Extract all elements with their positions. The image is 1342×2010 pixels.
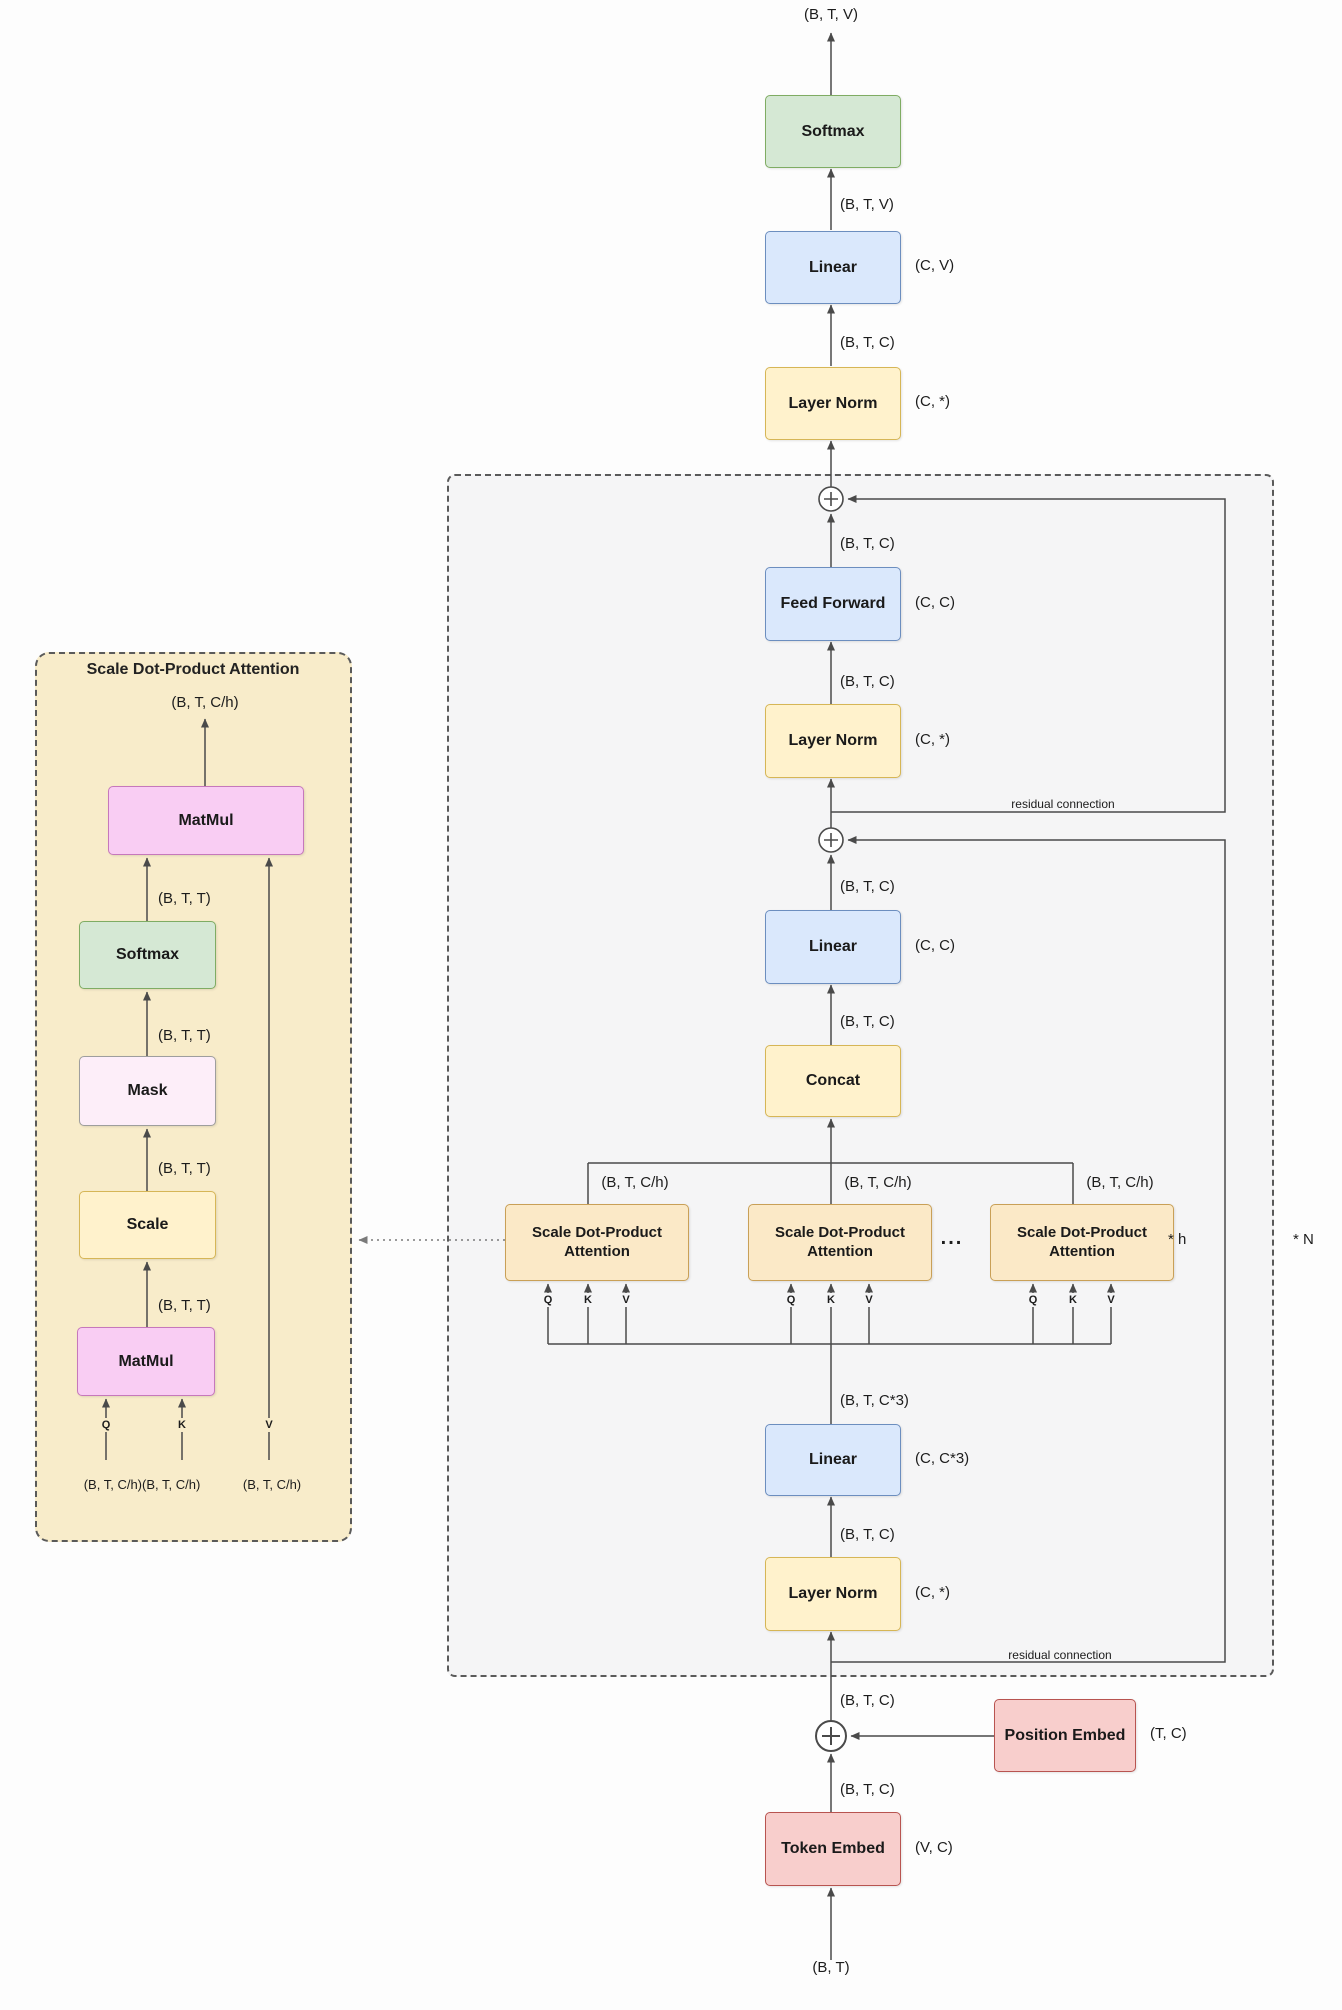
head1-q-label: Q bbox=[541, 1293, 555, 1307]
dim-btch-head2: (B, T, C/h) bbox=[844, 1174, 912, 1191]
dim-btc-attn-out: (B, T, C) bbox=[840, 878, 895, 895]
residual-label-upper: residual connection bbox=[1011, 797, 1115, 811]
input-dim-bottom: (B, T) bbox=[812, 1959, 850, 1976]
feed-forward-label: Feed Forward bbox=[780, 595, 886, 612]
attention-head-3-label: Scale Dot-Product Attention bbox=[1016, 1223, 1148, 1260]
repeat-blocks-label: * N bbox=[1293, 1231, 1314, 1248]
detail-scale-label: Scale bbox=[126, 1216, 169, 1233]
detail-scale-node: Scale bbox=[79, 1191, 216, 1259]
detail-matmul-bottom-node: MatMul bbox=[77, 1327, 215, 1396]
detail-dim-btt-4: (B, T, T) bbox=[158, 1297, 211, 1314]
output-dim-top: (B, T, V) bbox=[804, 6, 858, 23]
param-token-embed: (V, C) bbox=[915, 1839, 953, 1856]
param-layernorm-final: (C, *) bbox=[915, 393, 950, 410]
attention-head-2-label: Scale Dot-Product Attention bbox=[774, 1223, 906, 1260]
param-layernorm-attn: (C, *) bbox=[915, 1584, 950, 1601]
token-embed-label: Token Embed bbox=[781, 1840, 885, 1857]
repeat-heads-label: * h bbox=[1168, 1231, 1187, 1248]
feed-forward-node: Feed Forward bbox=[765, 567, 901, 641]
residual-connection-paths bbox=[831, 495, 1226, 1663]
dim-btc-head: (B, T, C) bbox=[840, 334, 895, 351]
param-linear-head: (C, V) bbox=[915, 257, 955, 274]
detail-softmax-node: Softmax bbox=[79, 921, 216, 989]
detail-matmul-bottom-label: MatMul bbox=[118, 1352, 174, 1370]
add-circle-attention bbox=[818, 827, 844, 853]
param-feed-forward: (C, C) bbox=[915, 594, 955, 611]
param-linear-attn-proj: (C, C) bbox=[915, 937, 955, 954]
head3-k-label: K bbox=[1067, 1293, 1079, 1307]
dim-btch-head3: (B, T, C/h) bbox=[1086, 1174, 1154, 1191]
concat-label: Concat bbox=[805, 1072, 861, 1089]
dim-btc-embed-sum: (B, T, C) bbox=[840, 1692, 895, 1709]
linear-attn-proj-node: Linear bbox=[765, 910, 901, 984]
head2-k-label: K bbox=[825, 1293, 837, 1307]
param-position-embed: (T, C) bbox=[1150, 1725, 1187, 1742]
attention-head-1-label: Scale Dot-Product Attention bbox=[531, 1223, 663, 1260]
detail-dim-qk: (B, T, C/h)(B, T, C/h) bbox=[83, 1477, 201, 1492]
layernorm-attn-node: Layer Norm bbox=[765, 1557, 901, 1631]
linear-attn-proj-label: Linear bbox=[808, 938, 857, 955]
linear-qkv-node: Linear bbox=[765, 1424, 901, 1496]
add-circle-embedding bbox=[815, 1720, 847, 1752]
detail-dim-btt-1: (B, T, T) bbox=[158, 890, 211, 907]
main-spine-arrows bbox=[544, 32, 1115, 1960]
position-embed-label: Position Embed bbox=[1004, 1726, 1126, 1744]
detail-mask-label: Mask bbox=[127, 1082, 168, 1099]
detail-dim-out: (B, T, C/h) bbox=[171, 694, 239, 711]
dim-btc-block-in: (B, T, C) bbox=[840, 1526, 895, 1543]
attention-head-2-node: Scale Dot-Product Attention bbox=[748, 1204, 932, 1281]
detail-mask-node: Mask bbox=[79, 1056, 216, 1126]
head3-q-label: Q bbox=[1026, 1293, 1040, 1307]
layernorm-ffn-label: Layer Norm bbox=[788, 732, 878, 749]
add-circle-ffn bbox=[818, 486, 844, 512]
dim-btv-mid: (B, T, V) bbox=[840, 196, 894, 213]
layernorm-ffn-node: Layer Norm bbox=[765, 704, 901, 778]
layernorm-attn-label: Layer Norm bbox=[788, 1585, 878, 1602]
detail-q-label: Q bbox=[99, 1418, 113, 1432]
dim-btch-head1: (B, T, C/h) bbox=[601, 1174, 669, 1191]
position-embed-node: Position Embed bbox=[994, 1699, 1136, 1772]
detail-dim-v: (B, T, C/h) bbox=[242, 1477, 302, 1492]
param-layernorm-ffn: (C, *) bbox=[915, 731, 950, 748]
token-embed-node: Token Embed bbox=[765, 1812, 901, 1886]
head2-q-label: Q bbox=[784, 1293, 798, 1307]
attention-head-3-node: Scale Dot-Product Attention bbox=[990, 1204, 1174, 1281]
dim-btc-ffn-out: (B, T, C) bbox=[840, 535, 895, 552]
detail-softmax-label: Softmax bbox=[115, 946, 180, 963]
detail-matmul-top-node: MatMul bbox=[108, 786, 304, 855]
head1-k-label: K bbox=[582, 1293, 594, 1307]
detail-dim-btt-3: (B, T, T) bbox=[158, 1160, 211, 1177]
dim-btc-concat: (B, T, C) bbox=[840, 1013, 895, 1030]
layernorm-final-label: Layer Norm bbox=[788, 394, 878, 412]
detail-v-label: V bbox=[263, 1418, 275, 1432]
residual-label-lower: residual connection bbox=[1008, 1648, 1112, 1662]
layernorm-final-node: Layer Norm bbox=[765, 367, 901, 440]
detail-dim-btt-2: (B, T, T) bbox=[158, 1027, 211, 1044]
detail-matmul-top-label: MatMul bbox=[178, 811, 234, 829]
param-linear-qkv: (C, C*3) bbox=[915, 1450, 970, 1467]
softmax-output-label: Softmax bbox=[801, 122, 865, 140]
head1-v-label: V bbox=[620, 1293, 632, 1307]
head2-v-label: V bbox=[863, 1293, 875, 1307]
linear-head-node: Linear bbox=[765, 231, 901, 304]
softmax-output-node: Softmax bbox=[765, 95, 901, 168]
heads-ellipsis: ... bbox=[940, 1227, 964, 1249]
detail-panel-title: Scale Dot-Product Attention bbox=[86, 661, 300, 678]
linear-qkv-label: Linear bbox=[808, 1451, 857, 1468]
concat-node: Concat bbox=[765, 1045, 901, 1117]
attention-head-1-node: Scale Dot-Product Attention bbox=[505, 1204, 689, 1281]
dim-btc-token: (B, T, C) bbox=[840, 1781, 895, 1798]
detail-k-label: K bbox=[176, 1418, 188, 1432]
dim-btc-ffn-in: (B, T, C) bbox=[840, 673, 895, 690]
dim-btc3: (B, T, C*3) bbox=[840, 1392, 909, 1409]
linear-head-label: Linear bbox=[808, 258, 857, 276]
head3-v-label: V bbox=[1105, 1293, 1117, 1307]
